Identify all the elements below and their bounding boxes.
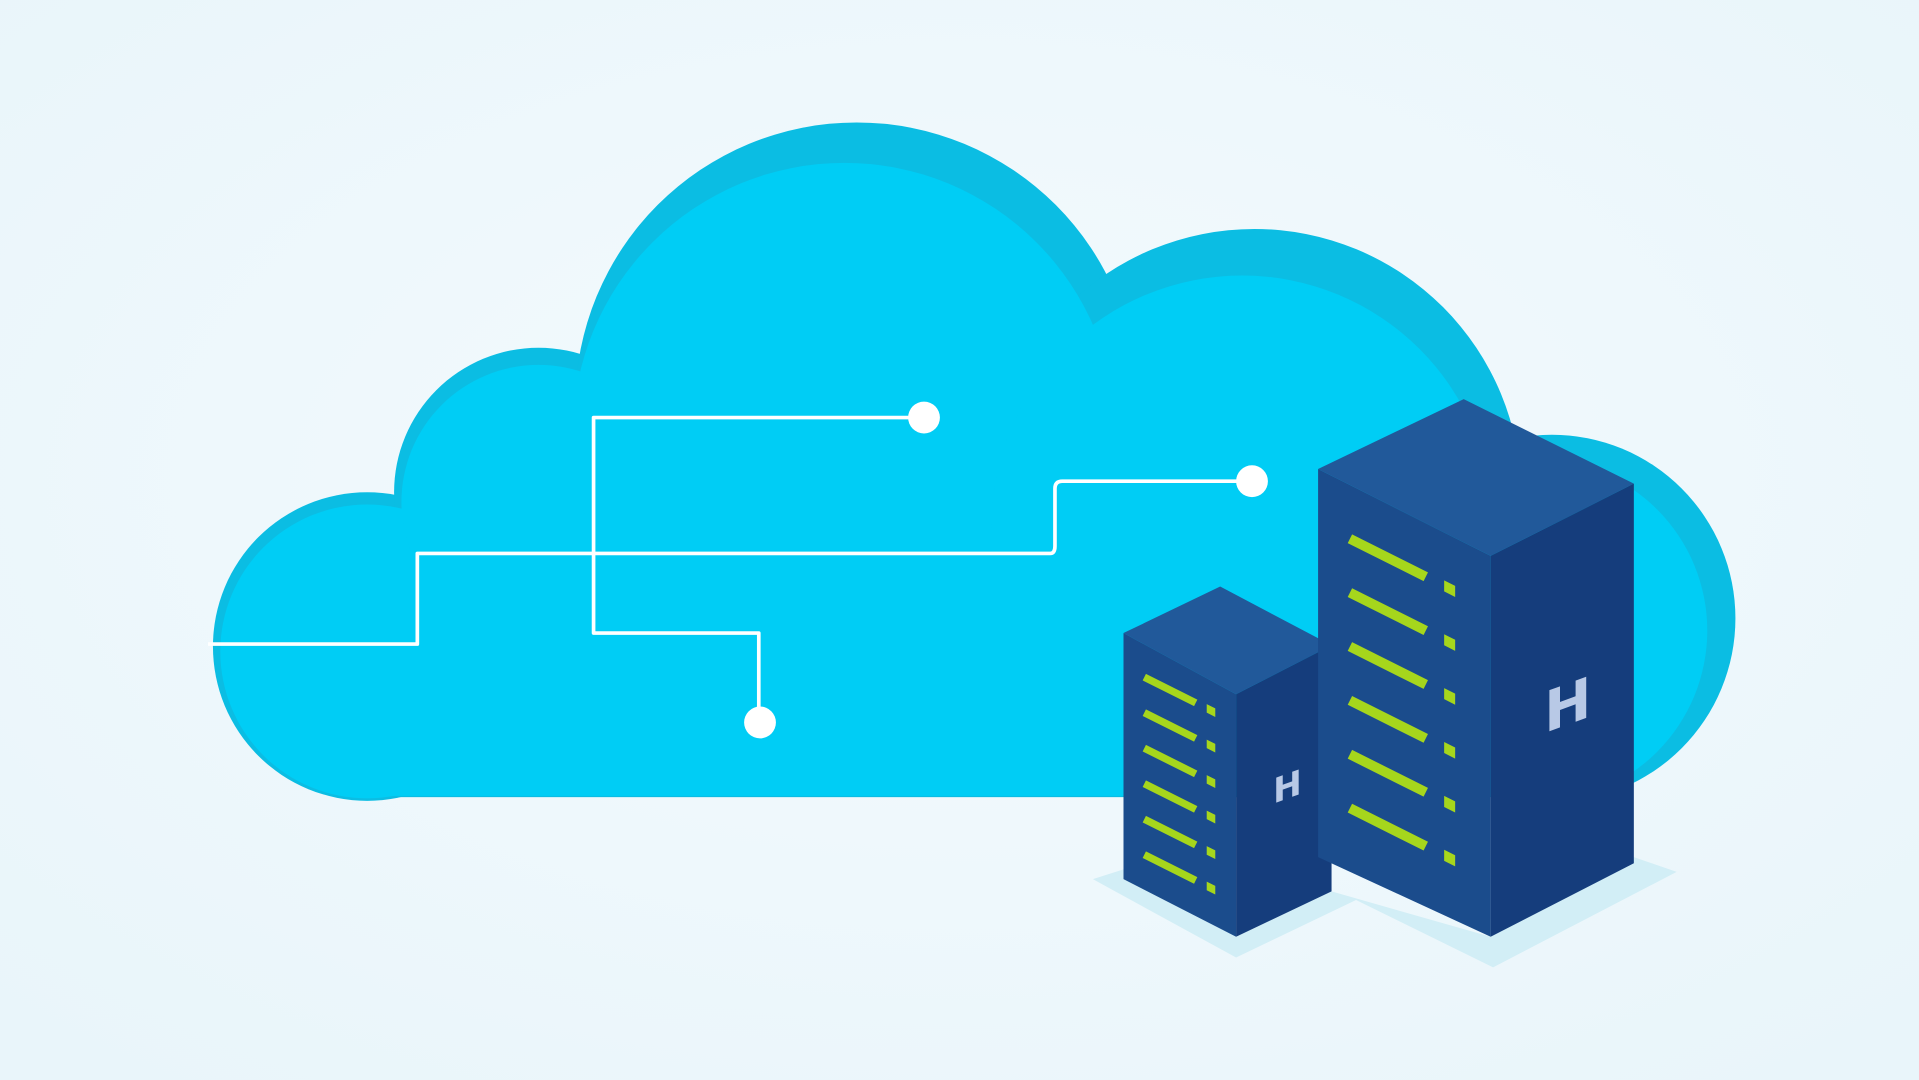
led-bar <box>1142 851 1198 884</box>
server-led-bars <box>1347 534 1456 867</box>
led-bar <box>1142 673 1198 707</box>
led-indicator <box>1206 810 1216 824</box>
led-bar <box>1347 642 1428 689</box>
led-bar <box>1142 815 1198 849</box>
led-indicator <box>1444 688 1456 705</box>
led-indicator <box>1206 775 1216 788</box>
led-indicator <box>1206 846 1216 859</box>
circuit-trace-branch <box>591 415 925 723</box>
circuit-node <box>1236 465 1268 498</box>
led-indicator <box>1206 881 1216 895</box>
led-indicator <box>1444 742 1456 759</box>
circuit-node <box>744 706 776 739</box>
led-bar <box>1142 744 1198 778</box>
led-bar <box>1347 803 1428 851</box>
led-indicator <box>1206 739 1216 753</box>
led-bar <box>1347 749 1428 797</box>
server-led-bars <box>1142 673 1216 895</box>
led-bar <box>1347 534 1428 582</box>
server-small: H <box>1123 586 1332 937</box>
led-bar <box>1347 588 1428 635</box>
led-indicator <box>1444 849 1456 867</box>
circuit-trace-main <box>208 479 1251 646</box>
led-bar <box>1347 696 1428 743</box>
server-shadow <box>1092 857 1677 968</box>
circuit-lines <box>208 415 1251 723</box>
circuit-node <box>908 401 940 434</box>
led-indicator <box>1444 795 1456 813</box>
led-bar <box>1142 780 1198 813</box>
led-bar <box>1142 709 1198 742</box>
led-indicator <box>1206 704 1216 717</box>
server-large: H <box>1318 399 1634 937</box>
